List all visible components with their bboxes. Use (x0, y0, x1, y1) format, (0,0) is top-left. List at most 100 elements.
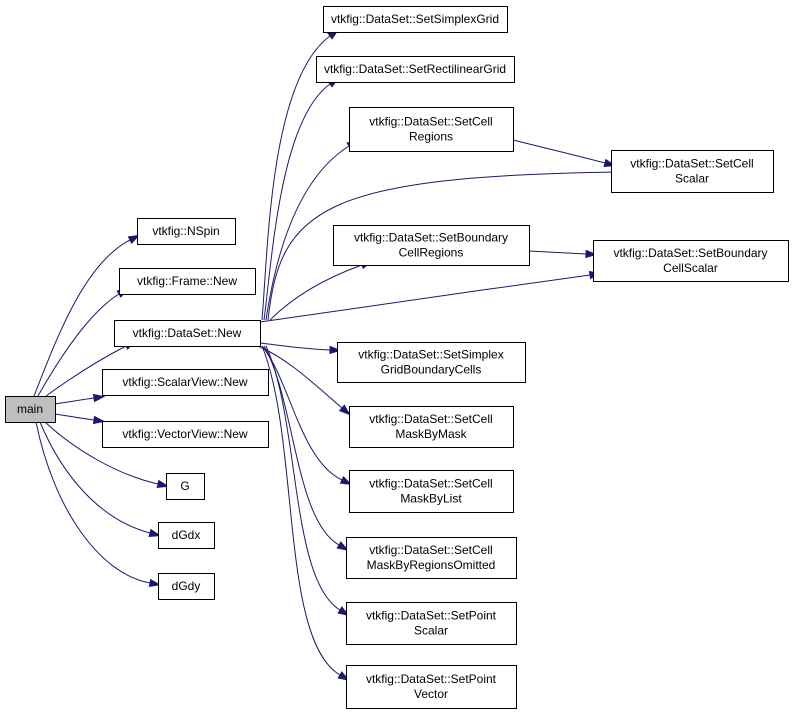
node-box (611, 150, 774, 193)
edge-dataset_new-to-set_cell_mask_by_mask (257, 345, 351, 416)
edge-line (269, 264, 363, 321)
node-vectorview-new[interactable]: vtkfig::VectorView::New (102, 421, 269, 448)
node-box (166, 473, 205, 500)
edge-main-to-scalarview_new (54, 393, 106, 405)
edge-line (261, 345, 341, 676)
edge-line (267, 171, 621, 321)
node-label: G (180, 479, 189, 493)
edge-dataset_new-to-set_point_vector (261, 345, 350, 681)
edge-line (33, 239, 131, 397)
edge-main-to-dgdy (35, 421, 162, 588)
node-label: main (17, 402, 43, 416)
edge-line (54, 413, 95, 421)
node-nspin[interactable]: vtkfig::NSpin (137, 218, 236, 245)
node-box (119, 268, 256, 295)
node-label: dGdx (172, 528, 201, 542)
node-dgdy[interactable]: dGdy (158, 573, 215, 600)
node-box (346, 602, 517, 645)
arrowhead-icon (329, 345, 342, 355)
node-box (346, 537, 517, 579)
edge-set_cell_regions-to-set_cell_scalar (512, 139, 617, 167)
node-box (349, 107, 514, 152)
node-frame-new[interactable]: vtkfig::Frame::New (119, 268, 256, 295)
edge-line (44, 421, 159, 485)
node-box (337, 342, 526, 383)
node-g[interactable]: G (166, 473, 205, 500)
edge-line (263, 345, 340, 546)
node-label: Scalar (414, 624, 448, 638)
arrowhead-icon (339, 476, 353, 486)
edge-line (37, 293, 120, 397)
edge-line (528, 250, 587, 255)
arrowhead-icon (336, 541, 349, 551)
node-label: vtkfig::DataSet::SetRectilinearGrid (324, 62, 506, 76)
node-label: vtkfig::DataSet::SetCell (369, 412, 492, 426)
node-box (323, 6, 508, 33)
node-box (346, 665, 517, 709)
edge-dataset_new-to-set_boundary_cell_regions (269, 261, 373, 321)
node-label: vtkfig::DataSet::SetPoint (366, 672, 497, 686)
node-label: vtkfig::DataSet::SetSimplexGrid (331, 12, 499, 26)
node-scalarview-new[interactable]: vtkfig::ScalarView::New (102, 369, 269, 396)
edge-line (45, 345, 127, 397)
node-main[interactable]: main (5, 396, 56, 423)
edge-line (261, 35, 331, 321)
edge-line (263, 83, 331, 321)
arrowhead-icon (585, 249, 598, 259)
edge-main-to-g (44, 421, 170, 488)
edge-line (512, 139, 606, 164)
node-label: vtkfig::DataSet::SetSimplex (358, 348, 503, 362)
node-label: MaskByRegionsOmitted (367, 558, 496, 572)
edge-line (39, 421, 151, 534)
edge-main-to-vectorview_new (54, 413, 106, 425)
node-label: vtkfig::ScalarView::New (122, 375, 247, 389)
arrowhead-icon (127, 234, 141, 244)
node-box (5, 396, 56, 423)
node-set-rectilinear-grid[interactable]: vtkfig::DataSet::SetRectilinearGrid (316, 56, 515, 83)
node-dgdx[interactable]: dGdx (158, 522, 215, 549)
node-label: GridBoundaryCells (381, 363, 482, 377)
node-label: Scalar (675, 172, 709, 186)
node-box (158, 573, 215, 600)
node-label: vtkfig::DataSet::SetBoundary (354, 231, 508, 245)
edge-line (35, 421, 151, 584)
node-label: CellRegions (399, 246, 464, 260)
node-label: vtkfig::Frame::New (137, 274, 237, 288)
node-box (349, 406, 514, 448)
node-box (316, 56, 515, 83)
edge-line (257, 345, 343, 409)
node-box (349, 470, 514, 513)
node-label: vtkfig::DataSet::SetCell (369, 543, 492, 557)
node-box (158, 522, 215, 549)
node-label: CellScalar (663, 261, 718, 275)
node-dataset-new[interactable]: vtkfig::DataSet::New (114, 320, 261, 347)
node-label: MaskByMask (395, 427, 467, 441)
node-label: vtkfig::DataSet::SetCell (630, 157, 753, 171)
arrowhead-icon (148, 578, 162, 588)
node-box (333, 225, 530, 266)
node-set-simplex-grid-boundary-cells[interactable]: vtkfig::DataSet::SetSimplexGridBoundaryC… (337, 342, 526, 383)
edge-line (265, 345, 341, 611)
arrowhead-icon (148, 528, 162, 537)
arrowhead-icon (92, 415, 106, 425)
node-box (102, 421, 269, 448)
edge-main-to-dgdx (39, 421, 162, 537)
node-set-cell-mask-by-regions-omitted[interactable]: vtkfig::DataSet::SetCellMaskByRegionsOmi… (346, 537, 517, 579)
node-label: Vector (414, 687, 448, 701)
edge-line (259, 342, 331, 351)
node-set-simplex-grid[interactable]: vtkfig::DataSet::SetSimplexGrid (323, 6, 508, 33)
arrowhead-icon (156, 479, 170, 488)
node-label: vtkfig::DataSet::New (133, 326, 242, 340)
node-box (137, 218, 236, 245)
node-label: vtkfig::DataSet::SetCell (369, 115, 492, 129)
node-label: vtkfig::DataSet::SetCell (369, 477, 492, 491)
